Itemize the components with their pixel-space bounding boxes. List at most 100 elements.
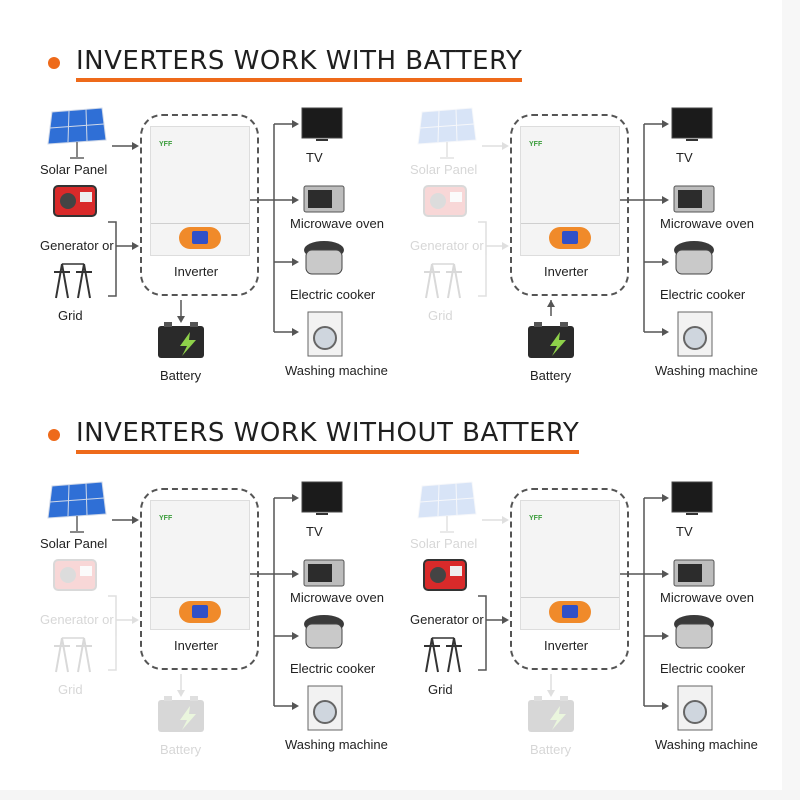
section-title: INVERTERS WORK WITH BATTERY xyxy=(76,44,523,82)
section-heading-without-battery: INVERTERS WORK WITHOUT BATTERY xyxy=(48,416,580,454)
inverter-divider xyxy=(151,223,249,224)
inverter-unit: YFF xyxy=(520,126,620,256)
inverter-divider xyxy=(521,597,619,598)
connection-lines xyxy=(478,120,669,336)
grid-label: Grid xyxy=(428,308,453,323)
inverter-display-icon xyxy=(179,227,221,249)
tv-icon xyxy=(671,107,713,141)
microwave-icon xyxy=(303,559,345,587)
grid-tower-icon xyxy=(424,637,462,673)
microwave-icon xyxy=(673,185,715,213)
tv-label: TV xyxy=(306,150,323,165)
diagram-panel: Solar Panel Generator or Grid YFF Invert… xyxy=(410,478,780,768)
solar-panel-icon xyxy=(417,481,477,533)
inverter-display-icon xyxy=(549,601,591,623)
battery-label: Battery xyxy=(530,368,572,383)
battery-icon xyxy=(158,696,204,732)
inverter-dashed-frame xyxy=(510,488,629,670)
microwave-label: Microwave oven xyxy=(660,590,754,605)
washing-machine-icon xyxy=(307,311,343,357)
generator-icon xyxy=(53,559,97,591)
bullet-icon xyxy=(48,429,60,441)
battery-icon xyxy=(528,696,574,732)
cooker-label: Electric cooker xyxy=(290,287,376,302)
connection-lines xyxy=(108,120,299,336)
inverter-dashed-frame xyxy=(510,114,629,296)
generator-label: Generator or xyxy=(40,612,114,627)
washing-machine-icon xyxy=(677,311,713,357)
cooker-label: Electric cooker xyxy=(660,287,746,302)
cooker-label: Electric cooker xyxy=(660,661,746,676)
inverter-dashed-frame xyxy=(140,488,259,670)
grid-tower-icon xyxy=(54,637,92,673)
microwave-label: Microwave oven xyxy=(290,590,384,605)
battery-label: Battery xyxy=(160,368,202,383)
inverter-logo: YFF xyxy=(529,515,543,522)
section-heading-with-battery: INVERTERS WORK WITH BATTERY xyxy=(48,44,523,82)
right-edge-strip xyxy=(782,0,800,800)
grid-label: Grid xyxy=(428,682,453,697)
tv-label: TV xyxy=(676,524,693,539)
connection-lines xyxy=(108,494,299,710)
diagram-panel: Solar Panel Generator or Grid YFF Invert… xyxy=(410,104,780,394)
inverter-logo: YFF xyxy=(159,515,173,522)
diagram-panel: Solar Panel Generator or Grid YFF Invert… xyxy=(40,478,410,768)
inverter-logo: YFF xyxy=(529,141,543,148)
rice-cooker-icon xyxy=(304,615,344,649)
battery-icon xyxy=(528,322,574,358)
bullet-icon xyxy=(48,57,60,69)
generator-label: Generator or xyxy=(40,238,114,253)
microwave-label: Microwave oven xyxy=(290,216,384,231)
inverter-unit: YFF xyxy=(520,500,620,630)
washing-machine-icon xyxy=(307,685,343,731)
solar-panel-label: Solar Panel xyxy=(40,536,108,551)
microwave-icon xyxy=(303,185,345,213)
battery-icon xyxy=(158,322,204,358)
inverter-label: Inverter xyxy=(544,638,589,653)
microwave-label: Microwave oven xyxy=(660,216,754,231)
solar-panel-label: Solar Panel xyxy=(410,162,478,177)
solar-panel-icon xyxy=(47,107,107,159)
inverter-label: Inverter xyxy=(174,264,219,279)
generator-icon xyxy=(423,185,467,217)
washing-machine-icon xyxy=(677,685,713,731)
inverter-display-icon xyxy=(179,601,221,623)
inverter-divider xyxy=(151,597,249,598)
grid-tower-icon xyxy=(54,263,92,299)
inverter-display-icon xyxy=(549,227,591,249)
solar-panel-label: Solar Panel xyxy=(40,162,108,177)
rice-cooker-icon xyxy=(674,241,714,275)
rice-cooker-icon xyxy=(674,615,714,649)
inverter-logo: YFF xyxy=(159,141,173,148)
battery-label: Battery xyxy=(160,742,202,757)
inverter-label: Inverter xyxy=(544,264,589,279)
solar-panel-icon xyxy=(47,481,107,533)
generator-icon xyxy=(53,185,97,217)
connection-lines xyxy=(478,494,669,710)
washer-label: Washing machine xyxy=(655,737,758,752)
washer-label: Washing machine xyxy=(285,363,388,378)
battery-label: Battery xyxy=(530,742,572,757)
tv-label: TV xyxy=(306,524,323,539)
inverter-label: Inverter xyxy=(174,638,219,653)
microwave-icon xyxy=(673,559,715,587)
tv-icon xyxy=(301,107,343,141)
generator-icon xyxy=(423,559,467,591)
washer-label: Washing machine xyxy=(285,737,388,752)
bottom-edge-strip xyxy=(0,790,800,800)
inverter-unit: YFF xyxy=(150,126,250,256)
inverter-unit: YFF xyxy=(150,500,250,630)
generator-label: Generator or xyxy=(410,612,484,627)
cooker-label: Electric cooker xyxy=(290,661,376,676)
grid-label: Grid xyxy=(58,682,83,697)
washer-label: Washing machine xyxy=(655,363,758,378)
grid-label: Grid xyxy=(58,308,83,323)
solar-panel-label: Solar Panel xyxy=(410,536,478,551)
inverter-dashed-frame xyxy=(140,114,259,296)
grid-tower-icon xyxy=(424,263,462,299)
inverter-divider xyxy=(521,223,619,224)
diagram-panel: Solar Panel Generator or Grid YFF Invert… xyxy=(40,104,410,394)
tv-icon xyxy=(671,481,713,515)
rice-cooker-icon xyxy=(304,241,344,275)
tv-icon xyxy=(301,481,343,515)
